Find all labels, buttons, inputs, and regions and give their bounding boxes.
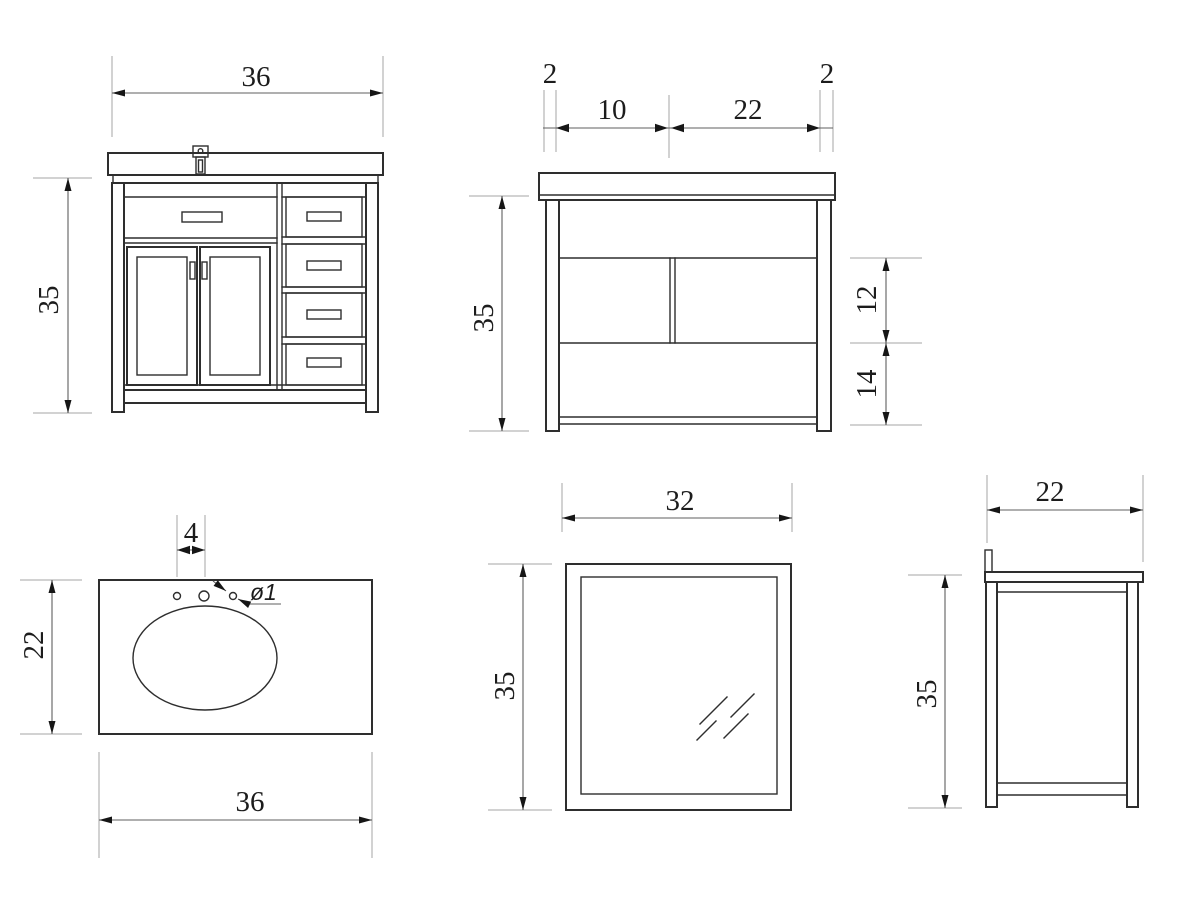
mirror-view bbox=[565, 563, 792, 811]
vanity-front-view bbox=[107, 145, 384, 413]
glass-reflection-hatch bbox=[696, 693, 755, 741]
faucet-knob bbox=[197, 147, 204, 154]
back-middle-panel-label: 12 bbox=[851, 286, 883, 315]
right-leg bbox=[816, 199, 832, 432]
door-right-panel bbox=[209, 256, 261, 376]
drawer-1 bbox=[285, 196, 363, 238]
mirror-width-label: 32 bbox=[666, 485, 695, 517]
front-width-label: 36 bbox=[242, 61, 271, 93]
faucet-hole-center bbox=[198, 590, 210, 602]
dim-back-height: 35 bbox=[468, 195, 529, 432]
right-leg bbox=[365, 182, 379, 413]
door-left-panel bbox=[136, 256, 188, 376]
back-right-span-label: 22 bbox=[734, 94, 763, 126]
dim-faucet-spacing: 4 bbox=[176, 515, 206, 577]
dim-side-height: 35 bbox=[908, 574, 962, 809]
countertop-depth-label: 22 bbox=[18, 631, 50, 660]
faucet-hole-right bbox=[228, 591, 238, 601]
countertop-width-label: 36 bbox=[236, 786, 265, 818]
faucet-base bbox=[192, 145, 209, 158]
side-depth-label: 22 bbox=[1036, 476, 1065, 508]
back-left-span-label: 10 bbox=[598, 94, 627, 126]
sink-basin bbox=[132, 605, 278, 711]
left-leg bbox=[111, 182, 125, 413]
drawer-2-handle bbox=[306, 260, 342, 271]
dim-side-depth: 22 bbox=[986, 475, 1144, 562]
top-drawer-handle bbox=[181, 211, 223, 223]
dim-front-width: 36 bbox=[111, 56, 384, 137]
drawer-4 bbox=[285, 343, 363, 386]
back-overhang-right-label: 2 bbox=[820, 58, 835, 90]
hole-diameter-label: ø1 bbox=[250, 579, 277, 605]
front-leg bbox=[985, 581, 998, 808]
dim-countertop-depth: 22 bbox=[18, 579, 82, 735]
side-height-label: 35 bbox=[911, 680, 943, 709]
dim-hole-diameter: ø1 bbox=[212, 579, 281, 608]
countertop-slab bbox=[984, 571, 1144, 583]
countertop-slab bbox=[107, 152, 384, 176]
drawer-1-handle bbox=[306, 211, 342, 222]
faucet-spacing-label: 4 bbox=[184, 517, 199, 549]
dim-mirror-height: 35 bbox=[488, 563, 552, 811]
drawer-4-handle bbox=[306, 357, 342, 368]
faucet-stem bbox=[195, 156, 206, 175]
faucet-slot bbox=[197, 159, 204, 173]
faucet-hole-left bbox=[172, 591, 182, 601]
door-right-handle bbox=[201, 261, 208, 280]
mirror-glass bbox=[580, 576, 778, 795]
door-left-handle bbox=[189, 261, 196, 280]
dim-back-middle-panel: 12 bbox=[850, 257, 922, 344]
drawer-3 bbox=[285, 292, 363, 338]
dim-front-height: 35 bbox=[33, 177, 92, 414]
back-leg bbox=[1126, 581, 1139, 808]
vanity-side-view bbox=[984, 549, 1144, 808]
backsplash bbox=[984, 549, 993, 573]
dim-back-width-chain: 2 10 22 2 bbox=[543, 58, 835, 158]
dim-mirror-width: 32 bbox=[561, 483, 793, 532]
left-leg bbox=[545, 199, 560, 432]
dim-countertop-width: 36 bbox=[98, 752, 373, 858]
back-height-label: 35 bbox=[468, 304, 500, 333]
mirror-frame bbox=[565, 563, 792, 811]
back-bottom-clearance-label: 14 bbox=[851, 369, 883, 399]
faucet bbox=[192, 145, 209, 175]
countertop-top-view bbox=[98, 579, 373, 735]
countertop-edge-strip bbox=[112, 174, 379, 184]
back-overhang-left-label: 2 bbox=[543, 58, 558, 90]
mirror-height-label: 35 bbox=[489, 672, 521, 701]
vanity-back-view bbox=[538, 172, 836, 432]
drawer-2 bbox=[285, 243, 363, 288]
countertop-outline bbox=[98, 579, 373, 735]
front-height-label: 35 bbox=[33, 286, 65, 315]
countertop-slab bbox=[538, 172, 836, 201]
dim-back-bottom-clearance: 14 bbox=[850, 343, 922, 426]
drawer-3-handle bbox=[306, 309, 342, 320]
